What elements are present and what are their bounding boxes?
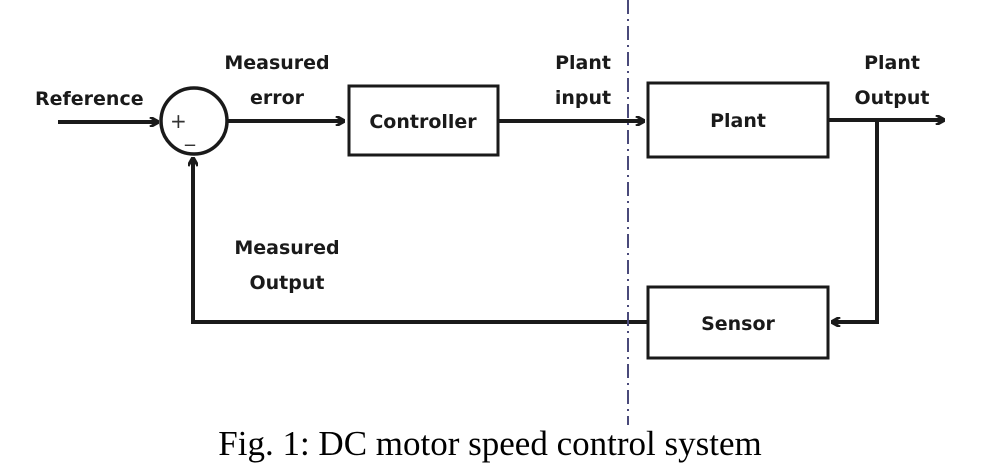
measured-output-label-2: Output bbox=[250, 272, 325, 294]
reference-label: Reference bbox=[35, 88, 144, 110]
measured-output-label-1: Measured bbox=[234, 237, 339, 259]
minus-sign: _ bbox=[184, 122, 196, 146]
plant-output-label-1: Plant bbox=[864, 52, 920, 74]
plant-input-label-1: Plant bbox=[555, 52, 611, 74]
feedback-branch bbox=[832, 120, 879, 322]
plant-input-label-2: input bbox=[555, 87, 611, 109]
plant-label: Plant bbox=[710, 110, 766, 132]
figure-caption: Fig. 1: DC motor speed control system bbox=[218, 424, 761, 463]
controller-label: Controller bbox=[369, 111, 477, 133]
plus-sign: + bbox=[170, 109, 187, 133]
measured-error-label-2: error bbox=[250, 87, 305, 109]
measured-error-label-1: Measured bbox=[224, 52, 329, 74]
sensor-label: Sensor bbox=[701, 313, 775, 335]
measured-output-path bbox=[193, 158, 648, 324]
plant-output-label-2: Output bbox=[855, 87, 930, 109]
